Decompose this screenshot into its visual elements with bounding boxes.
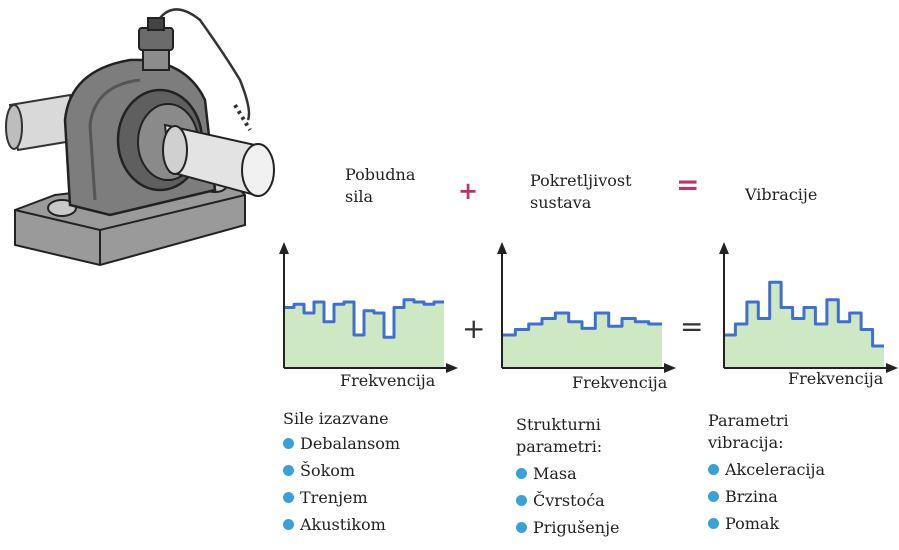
list-item: Trenjem [283, 484, 400, 511]
item-label: Šokom [300, 461, 356, 480]
bullet-icon [708, 464, 719, 475]
bullet-icon [516, 468, 527, 479]
bullet-icon [516, 495, 527, 506]
list-item: Šokom [283, 457, 400, 484]
spectrum-fill [724, 282, 884, 368]
term-mobility-line2: sustava [530, 193, 592, 212]
excitation-list: Sile izazvane Debalansom Šokom Trenjem A… [283, 408, 400, 538]
y-axis-arrow [719, 242, 729, 254]
mobility-spectrum-chart [497, 242, 676, 373]
x-axis-arrow [886, 363, 898, 373]
term-excitation-line2: sila [345, 187, 373, 206]
bullet-icon [708, 491, 719, 502]
chart1-xlabel: Frekvencija [340, 371, 436, 390]
bullet-icon [708, 518, 719, 529]
list-item: Čvrstoća [516, 487, 620, 514]
vibration-spectrum-chart [719, 242, 898, 373]
equation-plus: + [458, 176, 479, 205]
list-item: Brzina [708, 483, 825, 510]
bullet-icon [283, 465, 294, 476]
item-label: Čvrstoća [533, 491, 605, 510]
term-system-mobility: Pokretljivost sustava [530, 170, 632, 214]
x-axis-arrow [446, 363, 458, 373]
charts-plus: + [462, 312, 486, 345]
sensor-cable [159, 8, 251, 121]
vibration-heading-line1: Parametri [708, 411, 789, 430]
bullet-icon [516, 522, 527, 533]
equation-equals: = [676, 168, 700, 201]
term-vibrations: Vibracije [745, 185, 818, 204]
list-item: Debalansom [283, 430, 400, 457]
item-label: Debalansom [300, 434, 401, 453]
spectrum-line [502, 311, 662, 337]
chart3-xlabel: Frekvencija [788, 369, 884, 388]
list-item: Masa [516, 460, 620, 487]
excitation-spectrum-chart [279, 242, 458, 373]
chart2-xlabel: Frekvencija [572, 373, 668, 392]
charts-equals: = [680, 310, 704, 343]
bullet-icon [283, 438, 294, 449]
item-label: Trenjem [300, 488, 368, 507]
term-excitation-force: Pobudna sila [345, 164, 415, 208]
vibration-heading-line2: vibracija: [708, 433, 784, 452]
list-item: Akustikom [283, 511, 400, 538]
x-axis-arrow [664, 363, 676, 373]
structure-heading-line1: Strukturni [516, 415, 601, 434]
spectrum-line [724, 280, 884, 348]
item-label: Brzina [725, 487, 778, 506]
list-item: Prigušenje [516, 514, 620, 541]
bullet-icon [283, 519, 294, 530]
list-item: Akceleracija [708, 456, 825, 483]
list-item: Pomak [708, 510, 825, 537]
term-mobility-line1: Pokretljivost [530, 171, 632, 190]
item-label: Masa [533, 464, 577, 483]
structure-list: Strukturni parametri: Masa Čvrstoća Prig… [516, 414, 620, 541]
spectrum-line [284, 298, 444, 339]
term-excitation-line1: Pobudna [345, 165, 416, 184]
bearing-housing-illustration [5, 8, 275, 267]
item-label: Pomak [725, 514, 780, 533]
shaft-right [162, 123, 275, 197]
vibration-sensor [138, 17, 174, 71]
excitation-heading: Sile izazvane [283, 409, 389, 428]
item-label: Prigušenje [533, 518, 620, 537]
structure-heading-line2: parametri: [516, 437, 603, 456]
y-axis-arrow [497, 242, 507, 254]
item-label: Akceleracija [725, 460, 826, 479]
y-axis-arrow [279, 242, 289, 254]
vibration-list: Parametri vibracija: Akceleracija Brzina… [708, 410, 825, 537]
item-label: Akustikom [300, 515, 386, 534]
bullet-icon [283, 492, 294, 503]
